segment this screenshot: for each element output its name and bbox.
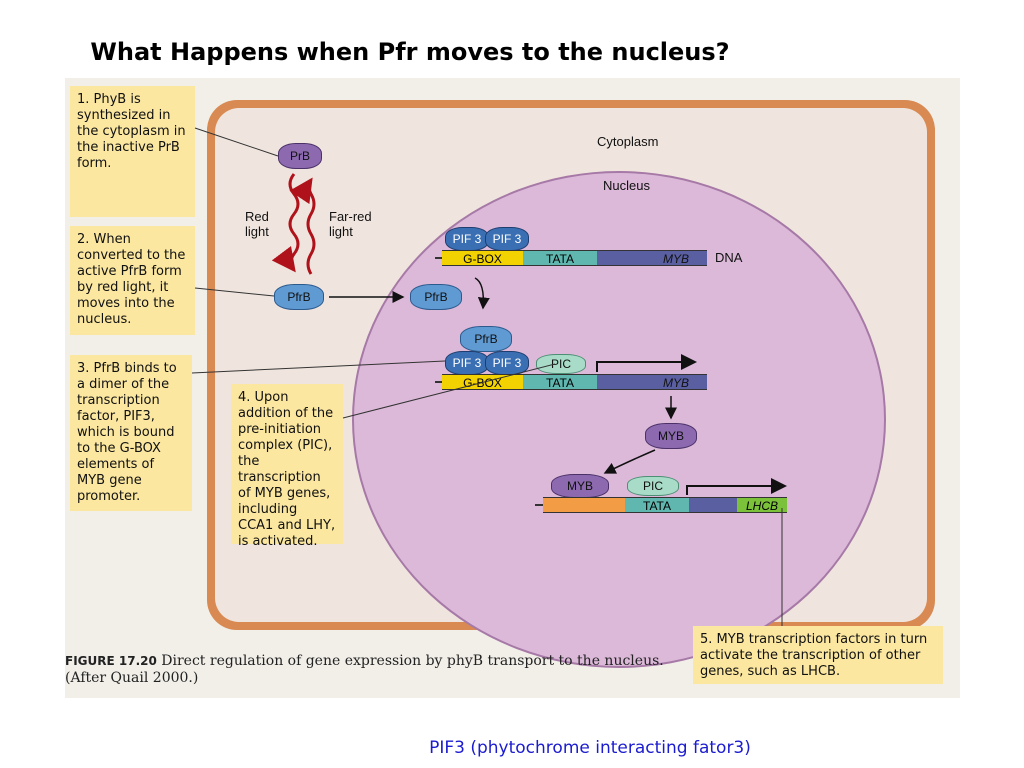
nucleus-label: Nucleus (603, 178, 650, 193)
transcription-arrow-lhcb (686, 478, 787, 495)
myb-activation-arrow (603, 449, 656, 474)
dna-label: DNA (715, 250, 743, 265)
diagram-arrows (191, 127, 787, 626)
pfrb-protein-bound: PfrB (460, 326, 512, 352)
pif3-protein-4: PIF 3 (485, 351, 529, 375)
dna-myb-gene-2: MYB (597, 374, 707, 390)
figure-caption-text: Direct regulation of gene expression by … (65, 653, 664, 686)
dna-promoter-3 (543, 497, 625, 513)
far-red-light-wave (289, 177, 316, 275)
myb-protein: MYB (645, 423, 697, 449)
dna-lhcb-gene: LHCB (737, 497, 787, 513)
dna-myb-gene-1: MYB (597, 250, 707, 266)
textbook-figure: Cytoplasm Nucleus 1. PhyB is synthesized… (65, 78, 960, 698)
step-5-callout: 5. MYB transcription factors in turn act… (693, 626, 943, 684)
footnote: PIF3 (phytochrome interacting fator3) (429, 738, 751, 758)
cytoplasm-label: Cytoplasm (597, 134, 659, 149)
myb-protein-bound: MYB (551, 474, 609, 498)
pfrb-protein-cytoplasm: PfrB (274, 284, 324, 310)
transcription-arrow-myb (596, 354, 697, 372)
figure-label: FIGURE 17.20 (65, 654, 157, 668)
leader-step-3 (191, 360, 446, 374)
far-red-light-label: Far-red light (329, 209, 372, 239)
leader-step-1 (194, 127, 279, 157)
leader-step-2 (194, 287, 275, 297)
step-1-callout: 1. PhyB is synthesized in the cytoplasm … (70, 86, 195, 217)
pic-protein-1: PIC (536, 354, 586, 374)
red-light-label: Red light (245, 209, 269, 239)
binding-arrow (474, 277, 490, 310)
slide-title: What Happens when Pfr moves to the nucle… (90, 38, 730, 66)
pif3-protein-3: PIF 3 (445, 351, 489, 375)
dna-tata-3: TATA (625, 497, 689, 513)
dna-spacer-3 (689, 497, 737, 513)
figure-caption: FIGURE 17.20 Direct regulation of gene e… (65, 653, 685, 687)
step-4-callout: 4. Upon addition of the pre-initiation c… (231, 384, 343, 549)
leader-step-4 (342, 363, 556, 419)
step-3-callout: 3. PfrB binds to a dimer of the transcri… (70, 355, 192, 511)
pfrb-protein-nucleus: PfrB (410, 284, 462, 310)
dna-gbox-1: G-BOX (442, 250, 523, 266)
red-light-wave (271, 173, 300, 273)
pic-protein-2: PIC (627, 476, 679, 496)
step-2-callout: 2. When converted to the active PfrB for… (70, 226, 195, 335)
dna-tata-2: TATA (523, 374, 597, 390)
dna-tata-1: TATA (523, 250, 597, 266)
prb-protein: PrB (278, 143, 322, 169)
